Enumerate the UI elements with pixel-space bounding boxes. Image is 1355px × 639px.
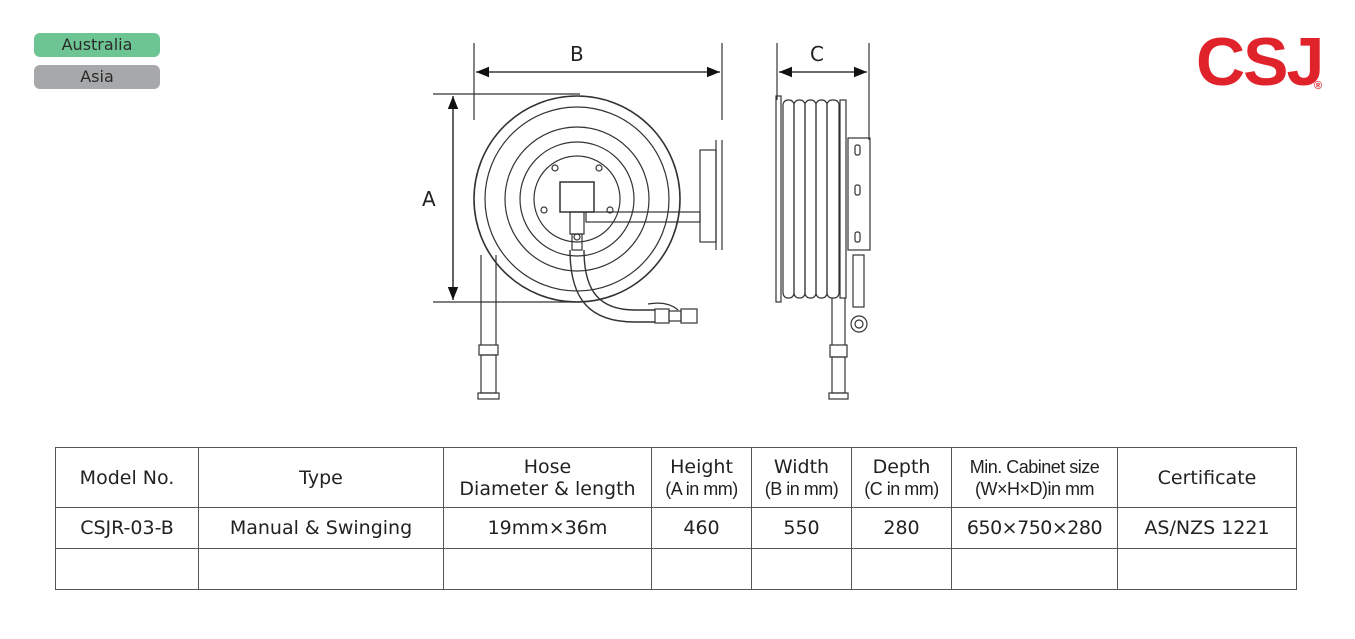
header-height-line1: Height	[670, 455, 733, 478]
dimension-c-label: C	[810, 42, 824, 66]
empty-cell	[951, 548, 1118, 590]
cell-model: CSJR-03-B	[55, 507, 199, 549]
header-hose-line2: Diameter & length	[459, 477, 636, 500]
cell-hose: 19mm×36m	[443, 507, 652, 549]
empty-cell	[751, 548, 852, 590]
registered-mark: ®	[1314, 80, 1323, 92]
cell-width: 550	[751, 507, 852, 549]
header-depth-line1: Depth	[872, 455, 931, 478]
dimension-a-label: A	[422, 187, 436, 211]
header-model: Model No.	[55, 447, 199, 508]
empty-cell	[198, 548, 444, 590]
header-height: Height (A in mm)	[651, 447, 752, 508]
header-height-line2: (A in mm)	[665, 478, 738, 499]
empty-cell	[443, 548, 652, 590]
cell-type: Manual & Swinging	[198, 507, 444, 549]
empty-cell	[851, 548, 952, 590]
empty-cell	[55, 548, 199, 590]
header-depth-line2: (C in mm)	[864, 478, 939, 499]
front-view	[433, 43, 723, 400]
cell-certificate: AS/NZS 1221	[1117, 507, 1297, 549]
header-width-line1: Width	[773, 455, 830, 478]
header-width-line2: (B in mm)	[764, 478, 839, 499]
header-width: Width (B in mm)	[751, 447, 852, 508]
table-row-empty	[55, 548, 1297, 590]
header-hose: Hose Diameter & length	[443, 447, 652, 508]
dimension-b-label: B	[570, 42, 584, 66]
spec-table: Model No. Type Hose Diameter & length He…	[55, 447, 1297, 590]
table-header-row: Model No. Type Hose Diameter & length He…	[55, 447, 1297, 508]
table-row: CSJR-03-B Manual & Swinging 19mm×36m 460…	[55, 507, 1297, 549]
cell-height: 460	[651, 507, 752, 549]
header-type: Type	[198, 447, 444, 508]
empty-cell	[651, 548, 752, 590]
cell-depth: 280	[851, 507, 952, 549]
hose-reel-drawing: B C A	[422, 42, 871, 400]
empty-cell	[1117, 548, 1297, 590]
header-cabinet-line2: (W×H×D)in mm	[975, 478, 1095, 499]
header-depth: Depth (C in mm)	[851, 447, 952, 508]
header-cabinet: Min. Cabinet size (W×H×D)in mm	[951, 447, 1118, 508]
header-hose-line1: Hose	[523, 455, 572, 478]
region-tag-australia[interactable]: Australia	[34, 33, 160, 57]
header-certificate: Certificate	[1117, 447, 1297, 508]
side-view	[775, 43, 871, 400]
cell-cabinet: 650×750×280	[951, 507, 1118, 549]
csj-logo: CSJ	[1196, 24, 1324, 100]
header-cabinet-line1: Min. Cabinet size	[969, 456, 1100, 477]
region-tag-asia[interactable]: Asia	[34, 65, 160, 89]
